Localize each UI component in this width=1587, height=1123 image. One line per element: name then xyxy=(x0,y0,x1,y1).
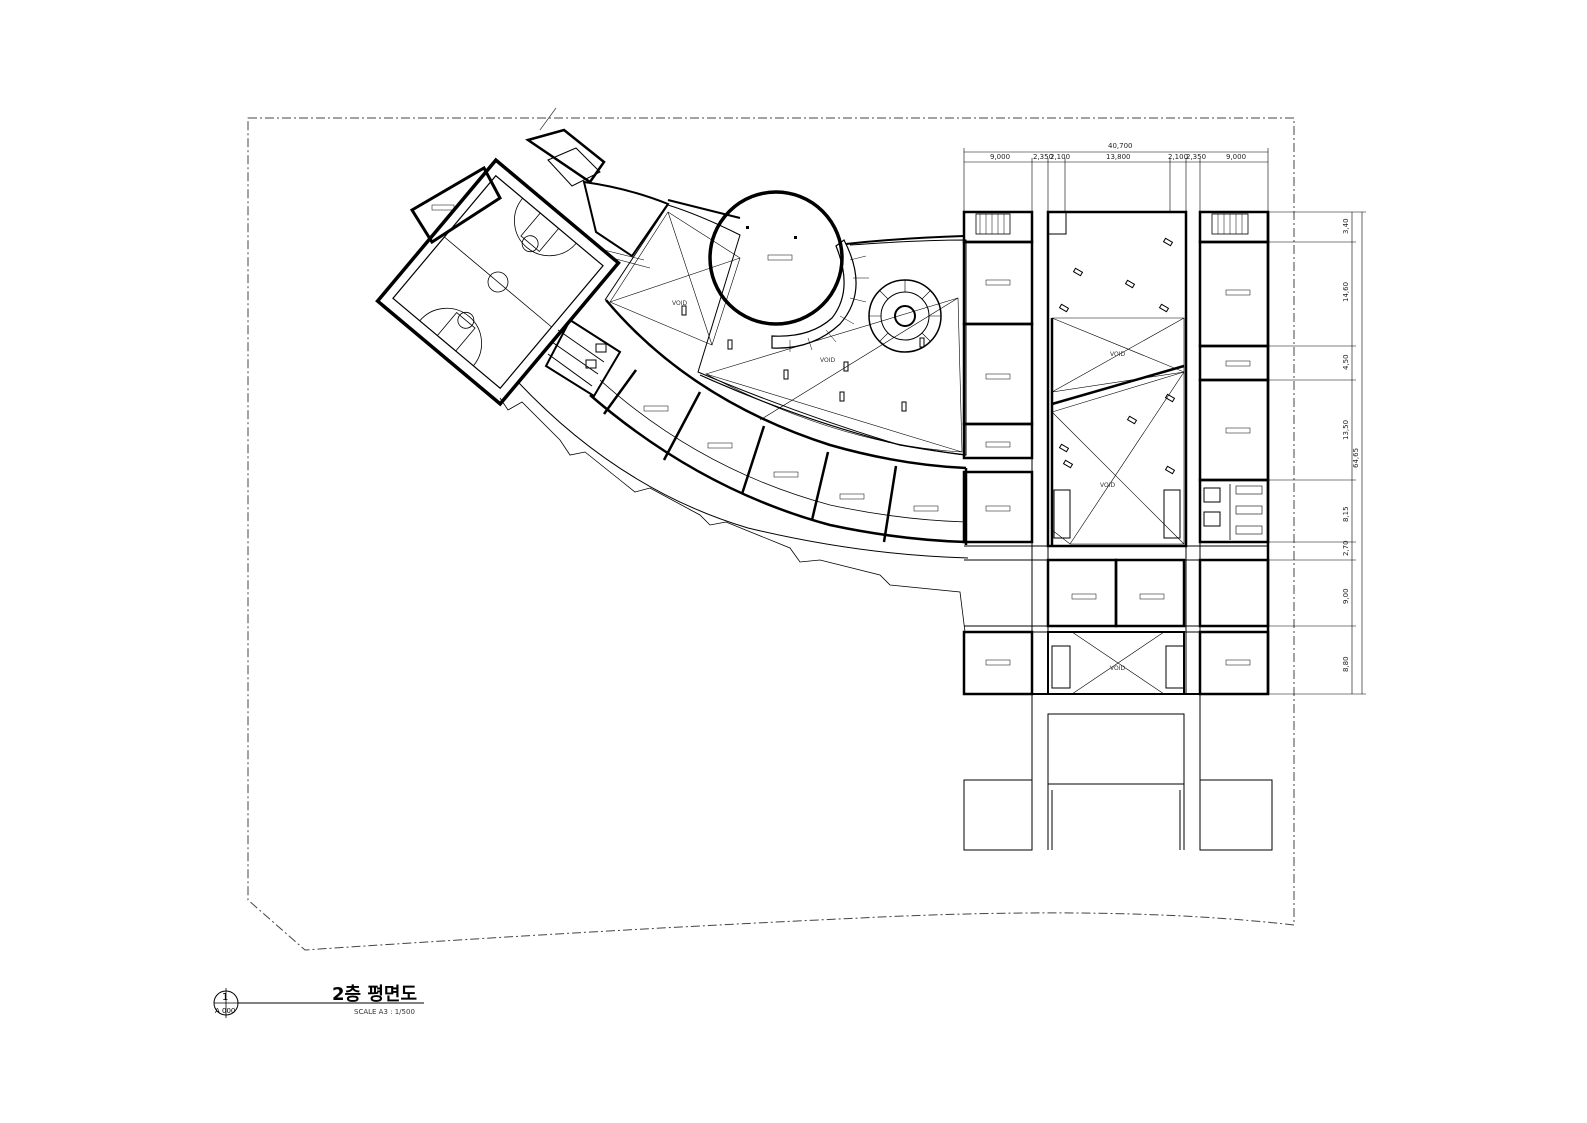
corridor-walls xyxy=(964,212,1270,695)
void-label-5: VOID xyxy=(1110,665,1125,672)
dim-top-4: 13,800 xyxy=(1106,153,1131,161)
dim-top-7: 9,000 xyxy=(1226,153,1246,161)
lower-structures xyxy=(963,694,1273,851)
drawing-scale: SCALE A3 : 1/500 xyxy=(354,1008,415,1016)
circular-hall-tag xyxy=(767,254,793,261)
curved-corridor-outer xyxy=(589,394,967,544)
curved-inner-rail xyxy=(699,374,967,456)
gym-annex-label xyxy=(431,204,455,211)
curved-wing-stepped-facade xyxy=(499,397,966,633)
reference-sheet: A 000 xyxy=(215,1007,235,1015)
restroom-block-curved xyxy=(544,318,622,398)
dim-top-6: 2,350 xyxy=(1186,153,1206,161)
south-rooms xyxy=(1046,558,1186,695)
void-label-3: VOID xyxy=(1110,351,1125,358)
reference-number: 1 xyxy=(222,992,228,1003)
atrium-outline xyxy=(604,204,967,456)
dim-right-3: 4,50 xyxy=(1342,354,1350,370)
central-atrium-block xyxy=(1046,210,1188,548)
dim-right-6: 2,70 xyxy=(1342,540,1350,556)
void-label-4: VOID xyxy=(1100,482,1115,489)
gymnasium xyxy=(375,157,621,407)
dim-top-1: 9,000 xyxy=(990,153,1010,161)
dim-right-5: 8,15 xyxy=(1342,506,1350,522)
gym-annex-left xyxy=(409,165,502,245)
dim-right-8: 8,80 xyxy=(1342,656,1350,672)
dim-right-7: 9,00 xyxy=(1342,588,1350,604)
dim-top-2: 2,350 xyxy=(1033,153,1053,161)
site-boundary xyxy=(247,117,1295,951)
dim-right-total: 64,65 xyxy=(1352,448,1360,468)
spiral-stair-core xyxy=(894,305,916,327)
dim-right-4: 13,50 xyxy=(1342,420,1350,440)
east-rooms xyxy=(1198,210,1270,696)
dim-top-3: 2,100 xyxy=(1050,153,1070,161)
dim-top-total: 40,700 xyxy=(1108,142,1133,150)
curved-wing-classroom-dividers xyxy=(602,369,968,545)
gym-annex-top xyxy=(525,128,606,184)
curved-wing-outer-wall xyxy=(517,381,969,559)
west-rooms xyxy=(962,210,1034,696)
atrium-columns xyxy=(681,305,925,412)
dim-top-5: 2,100 xyxy=(1168,153,1188,161)
void-1 xyxy=(609,211,741,346)
gym-annex-stairs xyxy=(547,147,601,187)
dim-right-2: 14,60 xyxy=(1342,282,1350,302)
site-boundary-spur xyxy=(539,107,557,131)
circular-hall-stair xyxy=(771,239,857,349)
spiral-stair-mid xyxy=(880,291,930,341)
dim-right-1: 3,40 xyxy=(1342,218,1350,234)
void-2 xyxy=(705,297,963,453)
gym-annex-corridor xyxy=(582,180,670,258)
circular-hall xyxy=(708,190,844,326)
top-dimension-lines xyxy=(963,148,1269,212)
curved-corridor-inner xyxy=(605,299,967,470)
void-label-2: VOID xyxy=(820,357,835,364)
central-columns xyxy=(1058,237,1176,475)
curved-corridor-line xyxy=(599,379,967,523)
drawing-title: 2층 평면도 xyxy=(332,984,417,1005)
curved-wing-room-tags xyxy=(643,405,939,512)
drawing-reference-marker xyxy=(213,988,424,1018)
curved-bridge xyxy=(845,235,965,245)
void-label-1: VOID xyxy=(672,300,687,307)
right-dimension-lines xyxy=(1268,211,1366,695)
